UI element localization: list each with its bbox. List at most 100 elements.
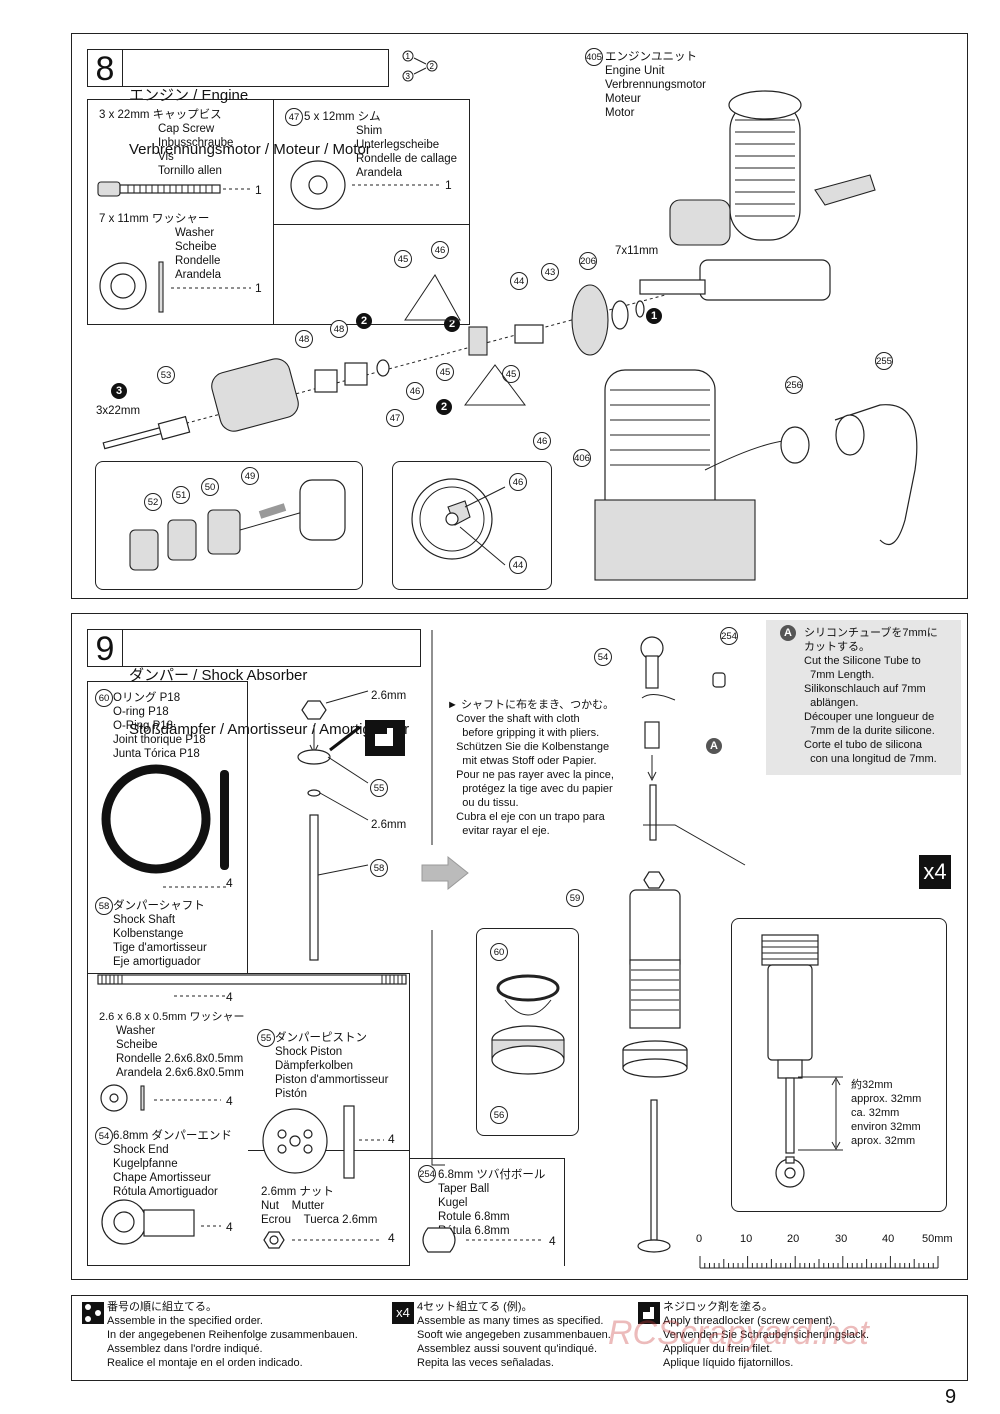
flow-guide-lines	[431, 630, 445, 1166]
x4-legend-icon: x4	[392, 1302, 414, 1324]
step-9-title-jp: ダンパー / Shock Absorber	[129, 667, 308, 684]
callout-254-assembly: 254	[720, 627, 738, 645]
callout-58-assembly: 58	[370, 859, 388, 877]
callout-59: 59	[566, 889, 584, 907]
svg-text:3: 3	[406, 72, 411, 81]
callout-60-assembly: 60	[490, 943, 508, 961]
callout-54-assembly: 54	[594, 648, 612, 666]
shaft-qty: 4	[226, 990, 233, 1004]
ruler-scale	[699, 1256, 939, 1269]
pinion-detail-drawing	[129, 479, 346, 571]
x4-badge: x4	[919, 855, 951, 889]
cap-screw-qty: 1	[255, 183, 262, 197]
clutch-detail-box	[392, 461, 552, 590]
callout-46-detail: 46	[509, 473, 527, 491]
callout-54-parts: 54	[95, 1127, 113, 1145]
threadlocker-legend-icon	[638, 1302, 660, 1324]
shaft-gripping-note: ► シャフトに布をまき、つかむ。 Cover the shaft with cl…	[447, 699, 615, 837]
damper-washer-names: Washer Scheibe Rondelle 2.6x6.8x0.5mm Ar…	[116, 1025, 244, 1079]
engine-unit-names: エンジンユニット Engine Unit Verbrennungsmotor M…	[605, 51, 707, 119]
threadlocker-legend-text: ネジロック剤を塗る。 Apply threadlocker (screw cem…	[663, 1301, 870, 1369]
ruler-label-10: 10	[740, 1233, 753, 1245]
callout-406: 406	[573, 449, 591, 467]
ruler-label-20: 20	[787, 1233, 800, 1245]
damper-washer-drawing	[100, 1084, 221, 1112]
ruler-label-50mm: 50mm	[922, 1233, 953, 1245]
oring-names: Oリング P18 O-ring P18 O-Ring P18 Joint tho…	[113, 692, 206, 760]
callout-47-parts: 47	[285, 108, 303, 126]
callout-255: 255	[875, 352, 893, 370]
length-detail-drawing	[761, 934, 843, 1188]
damper-washer-size: 2.6 x 6.8 x 0.5mm ワッシャー	[99, 1011, 245, 1023]
taper-ball-qty: 4	[549, 1234, 556, 1248]
callout-55-assembly: 55	[370, 779, 388, 797]
taper-ball-box	[410, 1158, 565, 1266]
exhaust-drawing	[594, 369, 918, 581]
callout-53: 53	[157, 366, 175, 384]
step-9-parts-box-bottom-right	[248, 1150, 410, 1151]
shock-end-drawing	[101, 1199, 221, 1245]
callout-405: 405	[585, 48, 603, 66]
ruler-label-30: 30	[835, 1233, 848, 1245]
damper-washer-qty: 4	[226, 1094, 233, 1108]
silicone-note-box	[766, 620, 961, 775]
washer-7x11-size: 7 x 11mm ワッシャー	[99, 213, 210, 225]
callout-46-low: 46	[533, 432, 551, 450]
callout-44-detail: 44	[509, 556, 527, 574]
callout-44-top: 44	[510, 272, 528, 290]
callout-60-parts: 60	[95, 689, 113, 707]
callout-51: 51	[172, 486, 190, 504]
cap-screw-names: Cap Screw Inbusschraube Vis Tornillo all…	[158, 123, 234, 177]
callout-46-mid: 46	[406, 382, 424, 400]
step-9-title: ダンパー / Shock Absorber Stoßdämpfer / Amor…	[123, 629, 421, 738]
washer-7x11-label: 7x11mm	[615, 245, 659, 257]
shock-body-assembly-drawing	[622, 636, 746, 1253]
order-badge-2-left: 2	[356, 313, 372, 329]
callout-55-parts: 55	[257, 1029, 275, 1047]
legend-panel	[71, 1295, 968, 1381]
callout-56: 56	[490, 1106, 508, 1124]
callout-256: 256	[785, 376, 803, 394]
washer-7x11-names: Washer Scheibe Rondelle Arandela	[175, 227, 222, 281]
mm-ruler: 0 10 20 30 40 50mm	[696, 1230, 953, 1270]
shaft-names: ダンパーシャフト Shock Shaft Kolbenstange Tige d…	[113, 900, 207, 968]
washer-size-label: 2.6mm	[371, 819, 407, 831]
oring-qty: 4	[226, 876, 233, 890]
order-badge-1: 1	[646, 308, 662, 324]
shim-qty: 1	[445, 178, 452, 192]
svg-text:2: 2	[430, 62, 435, 71]
callout-206: 206	[579, 252, 597, 270]
threadlocker-icon	[365, 720, 405, 756]
shock-shaft-assembly-drawing	[297, 690, 369, 961]
callout-47-assembly: 47	[386, 409, 404, 427]
step-9-panel	[71, 613, 968, 1280]
nut-size-label: 2.6mm	[371, 690, 407, 702]
length-32mm-note: 約32mm approx. 32mm ca. 32mm environ 32mm…	[851, 1079, 922, 1147]
damper-nut-names: 2.6mm ナット Nut Mutter Ecrou Tuerca 2.6mm	[261, 1186, 378, 1226]
oring-drawing	[101, 764, 229, 888]
assembly-order-icon: 1 2 3	[400, 50, 440, 82]
taper-ball-names: 6.8mm ツバ付ボール Taper Ball Kugel Rotule 6.8…	[438, 1169, 546, 1237]
shim-names: Shim Unterlegscheibe Rondelle de callage…	[356, 125, 458, 179]
step-8-exploded-drawing	[102, 274, 666, 450]
shock-end-names: 6.8mm ダンパーエンド Shock End Kugelpfanne Chap…	[113, 1130, 232, 1198]
assembly-order-legend-icon	[82, 1302, 104, 1324]
step-8-panel	[71, 33, 968, 599]
length-detail-box	[731, 918, 947, 1212]
engine-unit-drawing	[639, 90, 876, 301]
silicone-note-text: シリコンチューブを7mmに カットする。 Cut the Silicone Tu…	[804, 627, 938, 765]
clutch-detail-drawing	[411, 478, 506, 566]
step-9-parts-box	[87, 681, 248, 973]
ruler-label-40: 40	[882, 1233, 895, 1245]
step-9-number: 9	[87, 629, 123, 668]
ruler-label-0: 0	[696, 1233, 703, 1245]
piston-drawing	[262, 1105, 384, 1179]
pinion-detail-box	[95, 461, 363, 590]
callout-45-mid: 45	[502, 365, 520, 383]
next-step-arrow	[421, 855, 469, 891]
callout-45-top: 45	[394, 250, 412, 268]
shaft-drawing	[97, 974, 407, 997]
damper-nut-drawing	[263, 1231, 382, 1249]
watermark: RCScrapyard.net	[608, 1314, 869, 1352]
cap-detail-drawing	[491, 974, 565, 1075]
